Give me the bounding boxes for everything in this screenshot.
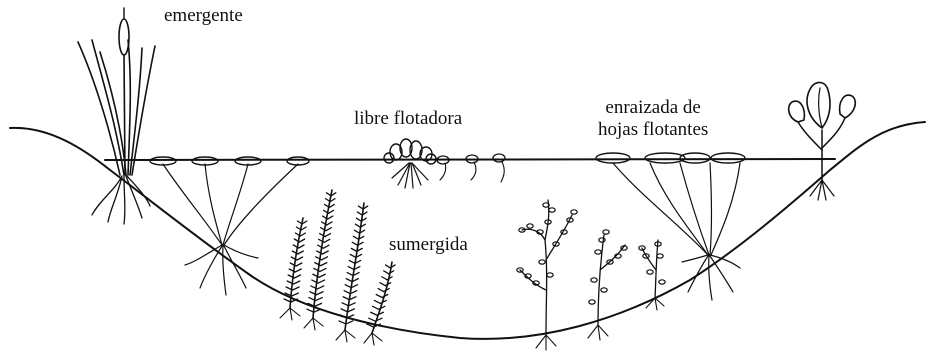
label-rooted-floating-line1: enraizada de <box>598 97 708 119</box>
emergent-broadleaf-plant <box>789 83 856 200</box>
label-rooted-floating-line2: hojas flotantes <box>598 119 708 141</box>
label-emergent: emergente <box>164 5 243 27</box>
rooted-floating-plant-left <box>150 157 309 295</box>
label-submerged: sumergida <box>389 234 468 256</box>
label-rooted-floating: enraizada de hojas flotantes <box>598 97 708 141</box>
label-free-floating: libre flotadora <box>354 108 462 130</box>
rooted-floating-plant-right <box>596 153 745 300</box>
emergent-plant <box>78 8 155 224</box>
free-floating-plant <box>384 139 436 188</box>
submerged-feathery-plants <box>280 190 395 345</box>
pond-bottom-profile <box>10 122 925 339</box>
submerged-beaded-plants <box>517 200 665 350</box>
water-surface-line <box>105 159 835 160</box>
free-floating-small-plants <box>437 154 505 182</box>
